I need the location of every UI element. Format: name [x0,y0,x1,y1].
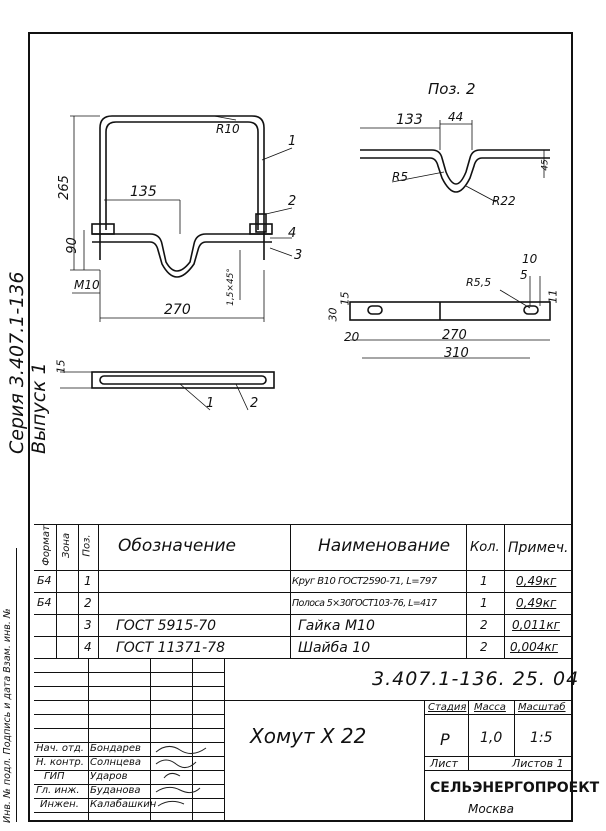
spec-top-border [34,524,573,525]
header-name: Наименование [318,536,451,556]
stage-value: Р [440,730,450,749]
signer-role: Нач. отд. [36,743,84,754]
organization: СЕЛЬЭНЕРГОПРОЕКТ [430,780,600,796]
left-margin-strip: Инв. № подл. Подпись и дата Взам. инв. № [2,608,13,823]
header-qty: Кол. [470,540,500,555]
mass-label: Масса [474,702,506,713]
dim-90: 90 [64,237,80,254]
row1-qty: 1 [480,574,488,588]
dim-30: 30 [326,307,340,322]
row2-format: Б4 [37,596,52,609]
dim-265: 265 [56,175,72,200]
row2-pos: 2 [84,596,92,610]
signer-name: Калабашкин [90,799,157,810]
callout-1: 1 [288,134,297,149]
row1-pos: 1 [84,574,92,588]
dim-270-strip: 270 [442,328,467,343]
dim-20: 20 [344,330,360,344]
signer-name: Бондарев [90,743,141,754]
city: Москва [468,802,514,816]
technical-drawing [60,115,551,411]
sheets-label: Листов 1 [512,757,564,770]
callout-bottom-1: 1 [206,396,215,411]
row1-note: 0,49кг [516,574,557,588]
row3-pos: 3 [84,618,92,632]
title-block-divider [34,700,573,701]
row2-note: 0,49кг [516,596,557,610]
thread-m10: M10 [74,278,100,292]
row1-format: Б4 [37,574,52,587]
dim-310: 310 [444,346,469,361]
callout-bottom-2: 2 [250,396,259,411]
pos2-title: Поз. 2 [428,80,476,98]
scale-label: Масштаб [518,702,566,713]
row2-name: Полоса 5×30ГОСТ103-76, L=417 [292,598,437,609]
dim-44: 44 [448,110,464,124]
signer-name: Буданова [90,785,141,796]
signer-name: Ударов [90,771,128,782]
header-zone: Зона [61,532,73,559]
row4-pos: 4 [84,640,92,654]
row4-qty: 2 [480,640,488,654]
signer-name: Солнцева [90,757,142,768]
row4-name: Шайба 10 [298,640,371,656]
callout-4: 4 [288,226,297,241]
dim-135: 135 [130,184,157,200]
header-pos: Поз. [81,534,93,557]
dim-15-bottom: 15 [54,359,68,374]
header-format: Формат [40,525,52,566]
signer-role: Гл. инж. [36,785,80,796]
scale-value: 1:5 [530,730,553,746]
row3-note: 0,011кг [512,618,560,632]
row4-note: 0,004кг [510,640,558,654]
signer-role: ГИП [44,771,65,782]
callout-2: 2 [288,194,297,209]
dim-270-main: 270 [164,302,191,318]
radius-r5: R5 [392,170,408,184]
sheet-label: Лист [430,757,458,770]
signer-role: Инжен. [40,799,79,810]
row2-qty: 1 [480,596,488,610]
row3-name: Гайка М10 [298,618,375,634]
radius-r22: R22 [492,194,516,208]
spec-header-border [34,570,573,571]
dim-45: 45 [540,159,551,171]
mass-value: 1,0 [480,730,503,746]
drawing-title: Хомут Х 22 [250,724,367,748]
header-note: Примеч. [508,540,569,556]
row4-designation: ГОСТ 11371-78 [116,640,225,656]
stage-label: Стадия [428,702,467,713]
callout-3: 3 [294,248,303,263]
dim-10: 10 [522,252,538,266]
signer-role: Н. контр. [36,757,84,768]
header-designation: Обозначение [118,536,236,556]
row3-qty: 2 [480,618,488,632]
radius-r10: R10 [216,122,240,136]
dim-11: 11 [546,289,560,304]
dim-133: 133 [396,112,423,128]
margin-line [16,548,17,822]
radius-r55: R5,5 [466,276,492,289]
doc-code: 3.407.1-136. 25. 04 [372,668,580,690]
dim-5: 5 [520,268,528,282]
signatures [155,746,207,807]
row3-designation: ГОСТ 5915-70 [116,618,217,634]
chamfer-label: 1,5×45° [225,268,236,306]
dim-15-strip: 15 [338,291,352,306]
row1-name: Круг В10 ГОСТ2590-71, L=797 [292,576,437,587]
drawing-frame [28,32,573,822]
